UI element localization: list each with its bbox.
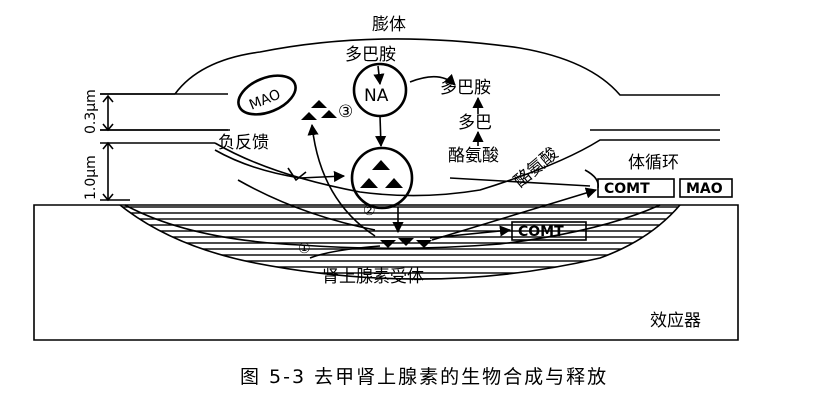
step3-label: ③ bbox=[338, 102, 353, 122]
release-vesicle bbox=[352, 148, 412, 208]
tyrosine-label: 酪氨酸 bbox=[448, 146, 499, 166]
blood-enzyme-boxes: COMT MAO bbox=[585, 170, 732, 197]
mao-blood-label: MAO bbox=[686, 181, 723, 197]
receptor-label: 肾上腺素受体 bbox=[322, 267, 424, 287]
dopamine-top-label: 多巴胺 bbox=[345, 45, 396, 65]
effector-label: 效应器 bbox=[650, 311, 701, 331]
scale-label-0-3um: 0.3μm bbox=[83, 89, 99, 134]
negative-feedback-label: 负反馈 bbox=[218, 133, 269, 153]
na-label: NA bbox=[364, 86, 389, 106]
systemic-circulation-label: 体循环 bbox=[628, 153, 679, 173]
step1-label: ① bbox=[298, 241, 311, 257]
comt-blood-label: COMT bbox=[604, 181, 650, 197]
step2-label: ② bbox=[363, 203, 376, 219]
varicosity-label: 膨体 bbox=[372, 15, 406, 35]
dopamine-right-label: 多巴胺 bbox=[440, 78, 491, 98]
scale-label-1-0um: 1.0μm bbox=[83, 155, 99, 200]
comt-tissue-label: COMT bbox=[518, 224, 564, 240]
figure-caption: 图 5-3 去甲肾上腺素的生物合成与释放 bbox=[240, 366, 608, 388]
mao-mitochondrion: MAO bbox=[233, 68, 301, 122]
dopa-label: 多巴 bbox=[458, 113, 492, 133]
scale-bars: 0.3μm 1.0μm bbox=[83, 89, 228, 200]
